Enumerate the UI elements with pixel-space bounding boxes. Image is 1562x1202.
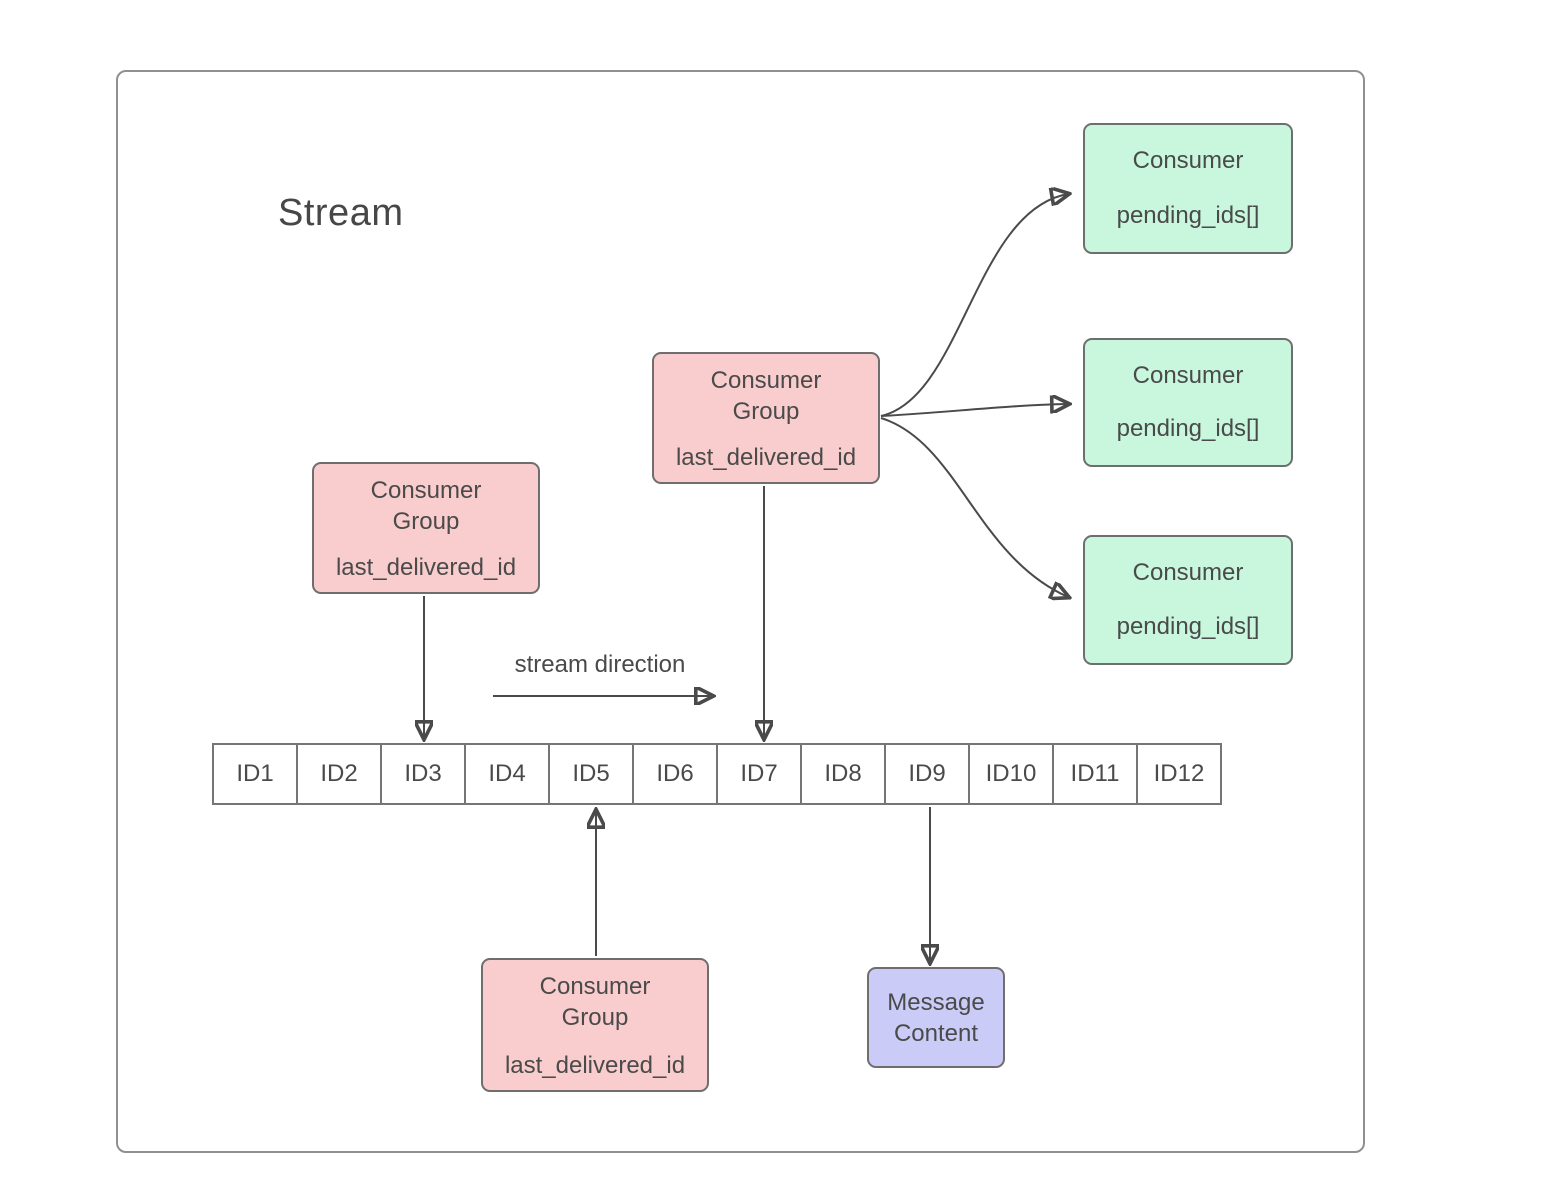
stream-id-cell: ID8 (800, 745, 884, 803)
consumer-group-box-left: Consumer Group last_delivered_id (312, 462, 540, 594)
consumer-group-title-line1: Consumer (539, 973, 651, 1000)
pending-ids-label: pending_ids[] (1116, 202, 1260, 229)
last-delivered-id-label: last_delivered_id (335, 554, 517, 581)
stream-id-cell: ID1 (214, 745, 296, 803)
stream-id-cell: ID9 (884, 745, 968, 803)
stream-title: Stream (278, 192, 404, 234)
stream-id-cell: ID5 (548, 745, 632, 803)
consumer-box-2: Consumer pending_ids[] (1083, 338, 1293, 467)
stream-id-cell: ID6 (632, 745, 716, 803)
consumer-group-title: Consumer Group (660, 365, 872, 427)
stream-id-cell: ID4 (464, 745, 548, 803)
pending-ids-label: pending_ids[] (1116, 613, 1260, 640)
consumer-title: Consumer (1132, 147, 1244, 174)
last-delivered-id-label: last_delivered_id (675, 444, 857, 471)
consumer-box-3: Consumer pending_ids[] (1083, 535, 1293, 665)
stream-id-cell: ID10 (968, 745, 1052, 803)
consumer-group-title: Consumer Group (320, 475, 532, 537)
stream-direction-label: stream direction (514, 651, 686, 678)
consumer-group-title-line1: Consumer (710, 367, 822, 394)
consumer-title: Consumer (1132, 559, 1244, 586)
stream-id-cell: ID11 (1052, 745, 1136, 803)
pending-ids-label: pending_ids[] (1116, 415, 1260, 442)
consumer-group-title-line2: Group (561, 1004, 629, 1031)
stream-id-cell: ID12 (1136, 745, 1220, 803)
message-content-box: Message Content (867, 967, 1005, 1068)
message-content-line1: Message (887, 988, 985, 1016)
consumer-group-title-line1: Consumer (370, 477, 482, 504)
last-delivered-id-label: last_delivered_id (504, 1052, 686, 1079)
consumer-box-1: Consumer pending_ids[] (1083, 123, 1293, 254)
stream-id-cell: ID3 (380, 745, 464, 803)
consumer-group-title: Consumer Group (489, 971, 701, 1033)
stream-id-cell: ID7 (716, 745, 800, 803)
consumer-group-box-bottom: Consumer Group last_delivered_id (481, 958, 709, 1092)
consumer-group-title-line2: Group (732, 398, 800, 425)
stream-id-row: ID1 ID2 ID3 ID4 ID5 ID6 ID7 ID8 ID9 ID10… (212, 743, 1222, 805)
consumer-group-title-line2: Group (392, 508, 460, 535)
consumer-group-box-top: Consumer Group last_delivered_id (652, 352, 880, 484)
consumer-title: Consumer (1132, 362, 1244, 389)
stream-id-cell: ID2 (296, 745, 380, 803)
message-content-line2: Content (893, 1019, 979, 1047)
